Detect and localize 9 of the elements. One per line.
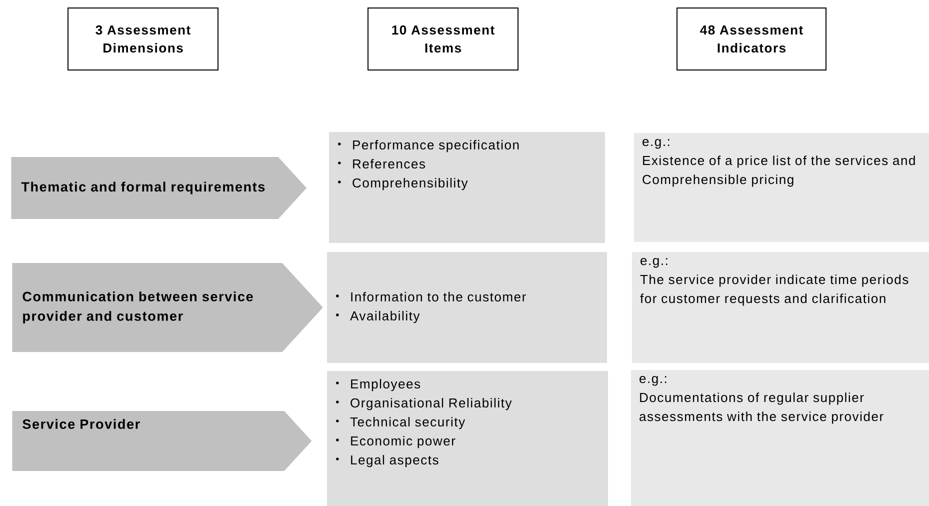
bullet-list-box: Information to the customer Availability [327, 252, 607, 363]
example-box: e.g.: Existence of a price list of the services and Comprehensible pricing [634, 133, 929, 242]
column-header-box: 48 Assessment Indicators [676, 8, 826, 70]
example-box: e.g.: The service provider indicate time periods for customer requests and clarification [632, 252, 929, 363]
example-box: e.g.: Documentations of regular supplier assessments with the service provider [631, 370, 929, 506]
column-header-box: 3 Assessment Dimensions [68, 8, 218, 70]
bullet-list-box: Performance specification References Comprehensibility [329, 132, 605, 243]
bullet-list-box: Employees Organisational Reliability Technical security Economic power Legal aspects [327, 371, 608, 506]
column-header-box: 10 Assessment Items [368, 8, 518, 70]
